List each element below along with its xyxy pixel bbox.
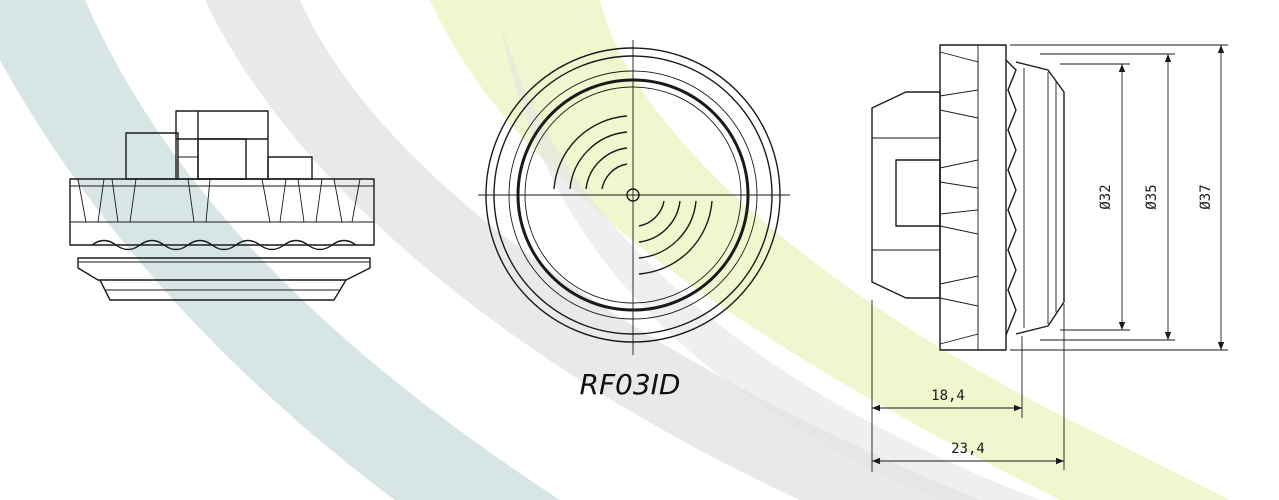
section-view [871, 44, 1228, 472]
gasket-wave [91, 239, 357, 251]
ribbed-collar [69, 178, 375, 246]
center-hole [626, 188, 640, 202]
gasket-section [1005, 59, 1017, 336]
connector-block-right [267, 156, 313, 180]
swoosh-grey-lower [500, 20, 1040, 500]
dim-label-d37: Ø37 [1198, 184, 1214, 209]
model-label: RF03ID [579, 368, 681, 401]
collar-section [939, 44, 1007, 351]
dim-label-23-4: 23,4 [951, 441, 985, 457]
background-swooshes [0, 0, 1230, 500]
swoosh-green [430, 0, 1230, 500]
front-view [478, 40, 790, 355]
sound-slots-upper [553, 115, 628, 190]
swoosh-grey [205, 0, 980, 500]
dim-label-d35: Ø35 [1144, 184, 1160, 209]
side-view [69, 110, 375, 301]
front-section [1015, 61, 1065, 335]
rear-housing [871, 91, 941, 299]
sound-slots-lower [638, 200, 713, 275]
connector-block-center [175, 110, 269, 180]
dim-label-18-4: 18,4 [931, 388, 965, 404]
swoosh-teal [0, 0, 560, 500]
dim-label-d32: Ø32 [1098, 184, 1114, 209]
